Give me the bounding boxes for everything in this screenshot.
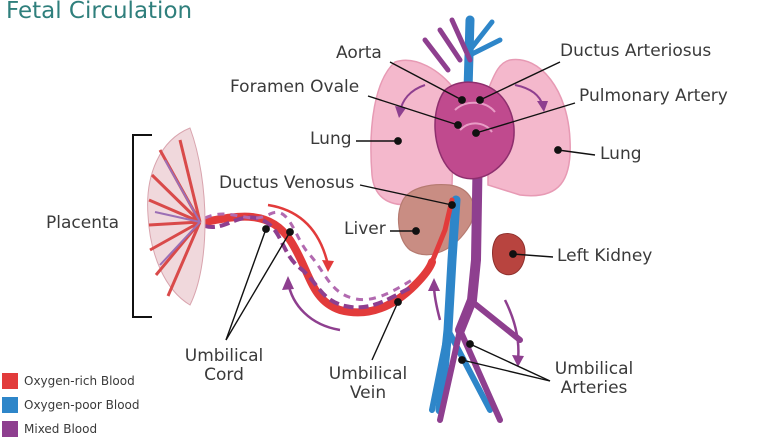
label-left-kidney: Left Kidney	[557, 246, 653, 266]
label-umbilical-cord: Umbilical Cord	[178, 347, 270, 385]
flow-arrow-purple-left	[282, 276, 341, 332]
legend-label-mixed: Mixed Blood	[24, 422, 98, 436]
legend-item-oxygen-poor: Oxygen-poor Blood	[2, 397, 140, 413]
upper-blue-branch-vessel	[467, 19, 503, 58]
descending-aorta-vessel	[455, 135, 483, 335]
ductus-venosus-vessel	[429, 197, 455, 265]
label-aorta: Aorta	[336, 43, 382, 63]
label-umbilical-cord-line2: Cord	[204, 365, 244, 385]
umbilical-artery-twist-2	[204, 210, 413, 302]
vena-cava-vessel	[435, 195, 461, 415]
legend-swatch-mixed	[2, 421, 18, 437]
legend-swatch-oxygen-rich	[2, 373, 18, 389]
flow-arrow-lung-right	[514, 84, 548, 112]
label-ductus-arteriosus: Ductus Arteriosus	[560, 41, 712, 61]
label-umbilical-arteries: Umbilical Arteries	[548, 360, 640, 398]
right-lung-shape	[487, 58, 571, 197]
label-pulmonary-artery: Pulmonary Artery	[579, 86, 728, 106]
legend-label-oxygen-poor: Oxygen-poor Blood	[24, 398, 140, 412]
left-lung-shape	[370, 59, 456, 206]
label-umbilical-cord-line1: Umbilical	[184, 346, 264, 366]
legend-item-oxygen-rich: Oxygen-rich Blood	[2, 373, 140, 389]
label-umbilical-arteries-line1: Umbilical	[554, 359, 634, 379]
label-ductus-venosus: Ductus Venosus	[219, 173, 355, 193]
flow-arrow-purple-down	[503, 299, 524, 367]
heart-detail	[454, 101, 496, 133]
label-umbilical-vein: Umbilical Vein	[322, 365, 414, 403]
label-foramen-ovale: Foramen Ovale	[230, 77, 360, 97]
flow-arrow-lung-left	[395, 84, 426, 118]
left-kidney-shape	[492, 233, 526, 276]
placenta-vessels-purple	[154, 159, 201, 266]
label-lung-left: Lung	[310, 129, 352, 149]
placenta-bracket	[132, 134, 152, 318]
label-liver: Liver	[344, 219, 386, 239]
legend-label-oxygen-rich: Oxygen-rich Blood	[24, 374, 135, 388]
page-title: Fetal Circulation	[6, 0, 193, 24]
aortic-branch-vessels	[422, 17, 473, 73]
legend-swatch-oxygen-poor	[2, 397, 18, 413]
flow-arrow-red	[267, 203, 334, 272]
label-umbilical-vein-line1: Umbilical	[328, 364, 408, 384]
flow-arrow-purple-up	[428, 278, 442, 321]
label-umbilical-arteries-line2: Arteries	[560, 378, 628, 398]
liver-shape	[397, 183, 475, 256]
legend: Oxygen-rich Blood Oxygen-poor Blood Mixe…	[2, 373, 140, 439]
umbilical-vein-vessel	[201, 212, 436, 317]
umbilical-artery-twist-1	[204, 215, 411, 310]
label-lung-right: Lung	[600, 144, 642, 164]
label-umbilical-vein-line2: Vein	[349, 383, 387, 403]
leader-lines	[225, 61, 596, 382]
label-placenta: Placenta	[46, 213, 120, 233]
legend-item-mixed: Mixed Blood	[2, 421, 140, 437]
